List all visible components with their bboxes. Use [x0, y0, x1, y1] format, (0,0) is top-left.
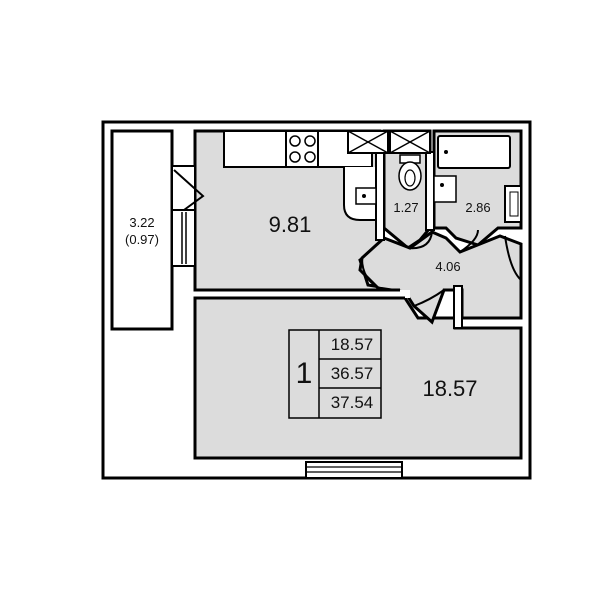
rooms-count: 1: [295, 357, 313, 390]
stove-icon: [285, 130, 319, 168]
area-summary-table: [288, 329, 382, 419]
appliance-block: [509, 191, 519, 217]
appliance-block: [504, 185, 522, 223]
living-area-value: 18.57: [330, 334, 374, 354]
toilet-icon: [398, 154, 422, 191]
bathtub-icon: [437, 135, 511, 169]
interior-wall: [425, 151, 435, 231]
door-swing-icon: [459, 229, 479, 253]
interior-wall: [375, 151, 385, 241]
ventilation-shaft-icon: [347, 130, 389, 154]
bathroom-area-label: 2.86: [465, 200, 491, 215]
balcony-door: [171, 165, 196, 267]
hall-area-label: 4.06: [435, 259, 461, 274]
door-swing-icon: [361, 257, 385, 291]
door-swing-icon: [413, 289, 445, 307]
toilet-area-label: 1.27: [393, 200, 419, 215]
balcony: [110, 129, 174, 331]
living-room-area-label: 18.57: [422, 376, 478, 401]
balcony-area: 3.22: [129, 215, 155, 230]
area-summary: 1 18.57 36.57 37.54: [289, 330, 381, 418]
kitchen-area-label: 9.81: [268, 212, 312, 237]
window-icon: [305, 461, 403, 479]
ventilation-shaft-icon: [389, 130, 431, 154]
balcony-area-reduced: (0.97): [125, 232, 159, 247]
door-swing-icon: [504, 235, 522, 281]
balcony-area-label: 3.22 (0.97): [112, 216, 172, 246]
door-swing-icon: [407, 231, 433, 250]
interior-wall: [195, 290, 410, 298]
washbasin-icon: [433, 175, 457, 203]
interior-wall: [453, 285, 463, 329]
total-area-value: 36.57: [330, 363, 374, 383]
door-swing-icon: [173, 169, 205, 211]
total-area-with-balcony-value: 37.54: [330, 392, 374, 412]
